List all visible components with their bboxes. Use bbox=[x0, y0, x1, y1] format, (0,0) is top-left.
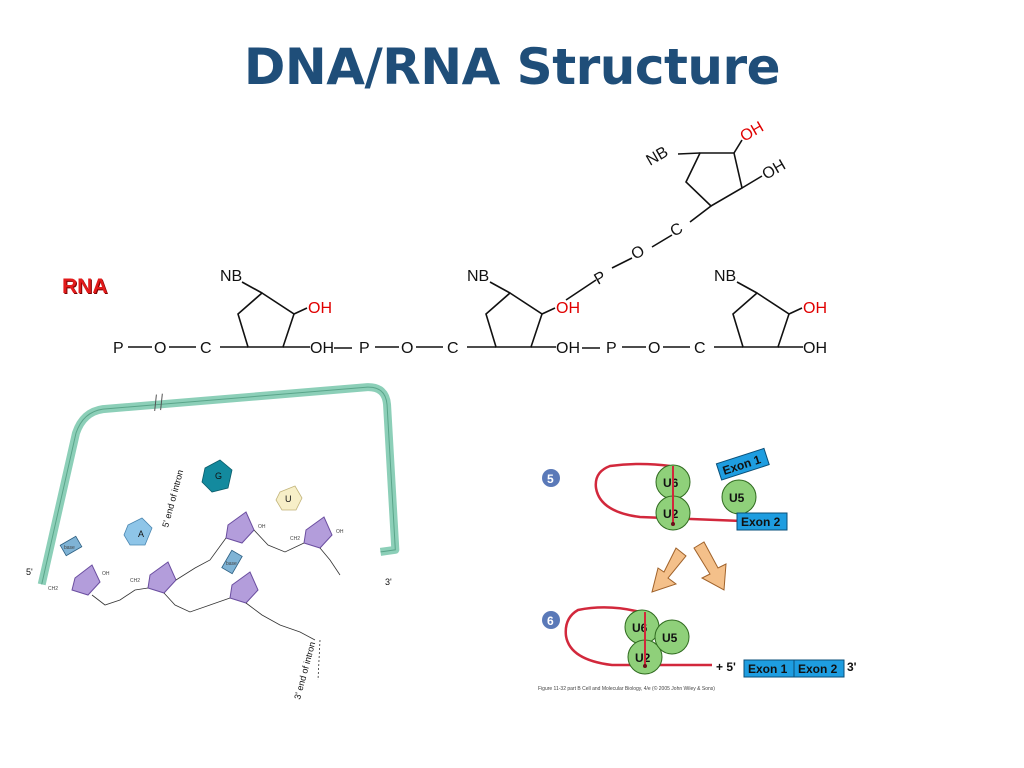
phosphodiester-chain bbox=[91, 587, 149, 606]
bond bbox=[736, 281, 758, 294]
figure-caption: Figure 11-32 part B Cell and Molecular B… bbox=[538, 685, 715, 692]
p-label: P bbox=[359, 340, 370, 357]
three-prime-label: 3' bbox=[385, 577, 392, 587]
down-arrow-right bbox=[693, 541, 727, 591]
oh-label: OH bbox=[308, 300, 332, 317]
nb-label: NB bbox=[467, 268, 489, 285]
bond bbox=[651, 234, 673, 248]
bond bbox=[733, 139, 743, 154]
ch2-label: CH2 bbox=[130, 578, 140, 584]
oh-label: OH bbox=[102, 571, 110, 577]
bond bbox=[241, 281, 263, 294]
pentose-ring-2 bbox=[485, 291, 543, 348]
u6-label: U6 bbox=[632, 621, 648, 635]
exon-2-label: Exon 2 bbox=[741, 515, 781, 529]
bond bbox=[489, 281, 511, 294]
bond bbox=[788, 307, 803, 315]
five-prime-label: 5' bbox=[26, 567, 33, 577]
phosphodiester-chain bbox=[253, 529, 305, 553]
bond bbox=[565, 279, 597, 301]
u2-label: U2 bbox=[663, 507, 679, 521]
oh-label: OH bbox=[310, 340, 334, 357]
branch-arrow bbox=[317, 639, 321, 681]
bond bbox=[689, 205, 712, 223]
sugar-ring bbox=[71, 564, 101, 596]
u2-label: U2 bbox=[635, 651, 651, 665]
slide-title: DNA/RNA Structure bbox=[243, 38, 781, 96]
sugar-ring bbox=[229, 571, 259, 604]
c-label: C bbox=[200, 340, 212, 357]
base-u-label: U bbox=[285, 494, 292, 504]
phosphodiester-chain bbox=[163, 592, 231, 613]
step-5-label: 5 bbox=[547, 472, 554, 486]
c-label: C bbox=[447, 340, 459, 357]
bond bbox=[541, 307, 556, 315]
step-6-label: 6 bbox=[547, 614, 554, 628]
exon-1-box bbox=[715, 447, 770, 481]
u5-label: U5 bbox=[662, 631, 678, 645]
base-a-label: A bbox=[138, 529, 144, 539]
exon-2-label: Exon 2 bbox=[798, 662, 838, 676]
oh-label: OH bbox=[336, 529, 344, 535]
c-label: C bbox=[694, 340, 706, 357]
exon-2-box bbox=[736, 512, 788, 531]
bond bbox=[611, 257, 633, 269]
o-label: O bbox=[648, 340, 660, 357]
sugar-ring bbox=[225, 511, 255, 544]
o-label: O bbox=[154, 340, 166, 357]
ch2-label: CH2 bbox=[48, 586, 58, 592]
ch2-label: CH2 bbox=[290, 536, 300, 542]
exon-1-label: Exon 1 bbox=[748, 662, 788, 676]
nb-label: NB bbox=[220, 268, 242, 285]
phosphodiester-chain bbox=[175, 537, 227, 581]
exon-2-box bbox=[793, 659, 845, 678]
oh-label: OH bbox=[803, 340, 827, 357]
p-label: P bbox=[113, 340, 124, 357]
oh-label: OH bbox=[803, 300, 827, 317]
base-g-label: G bbox=[215, 471, 222, 481]
u5-label: U5 bbox=[729, 491, 745, 505]
sugar-ring bbox=[147, 561, 177, 594]
base-label: base bbox=[226, 561, 237, 567]
intron-rna-loop bbox=[594, 462, 743, 523]
bond bbox=[741, 175, 763, 189]
nb-label: NB bbox=[714, 268, 736, 285]
p-label: P bbox=[606, 340, 617, 357]
plus-five-prime-label: + 5' bbox=[716, 660, 736, 674]
phosphodiester-chain bbox=[245, 602, 316, 641]
bond bbox=[293, 307, 308, 315]
lariat-rna-loop bbox=[564, 606, 712, 667]
oh-label: OH bbox=[556, 340, 580, 357]
base-box bbox=[221, 549, 243, 575]
pentose-ring-1 bbox=[237, 291, 295, 348]
oh-label: OH bbox=[258, 524, 266, 530]
o-label: O bbox=[401, 340, 413, 357]
uracil-base bbox=[275, 485, 303, 511]
adenine-base bbox=[123, 517, 153, 546]
u6-label: U6 bbox=[663, 476, 679, 490]
step-5-marker bbox=[542, 469, 560, 487]
pentose-ring-branch bbox=[685, 152, 743, 207]
pentose-ring-3 bbox=[732, 291, 790, 348]
down-arrow-left bbox=[651, 547, 687, 593]
sugar-ring bbox=[303, 516, 333, 549]
base-box bbox=[59, 535, 83, 557]
step-6-marker bbox=[542, 611, 560, 629]
backbone-break bbox=[154, 394, 157, 411]
bond bbox=[677, 152, 701, 155]
u5-snrnp bbox=[654, 619, 690, 655]
phosphodiester-chain bbox=[319, 547, 341, 576]
rna-label: RNA bbox=[62, 275, 108, 298]
oh-label: OH bbox=[556, 300, 580, 317]
guanine-base bbox=[201, 459, 233, 493]
three-prime-label: 3' bbox=[847, 660, 857, 674]
base-label: base bbox=[64, 545, 75, 551]
